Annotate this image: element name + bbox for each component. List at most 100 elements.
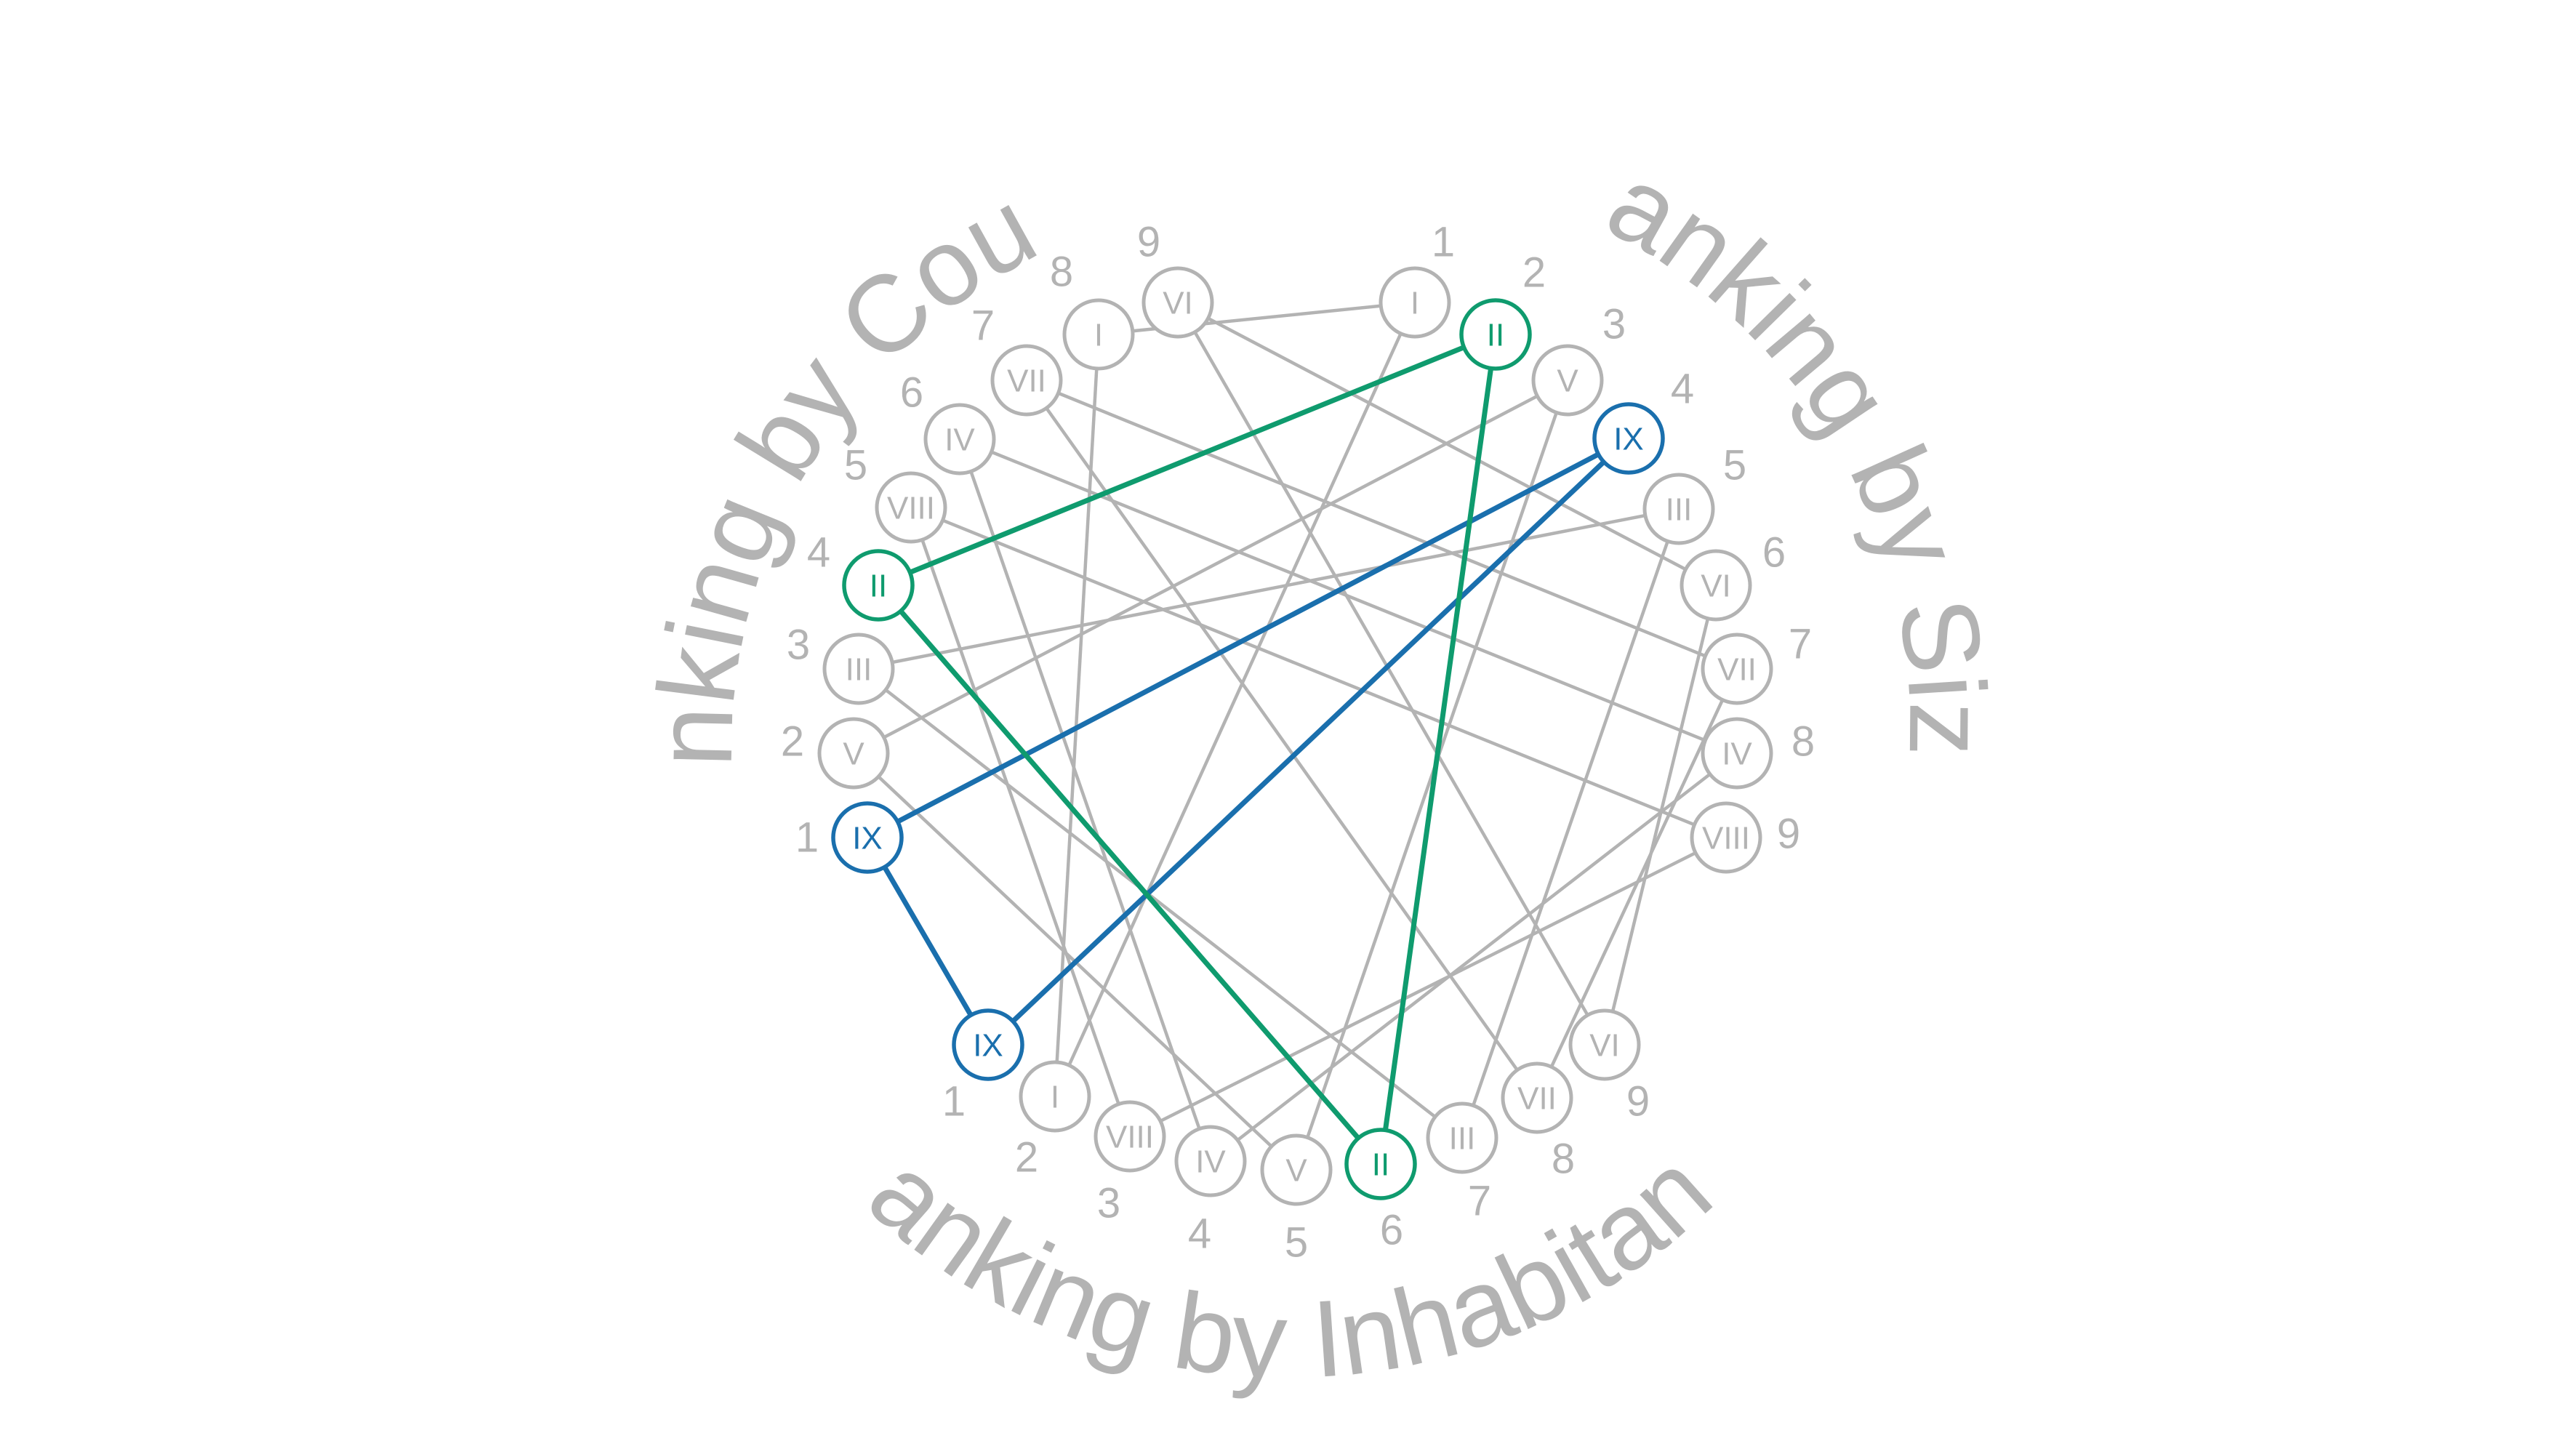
node-size-ii: II	[1459, 298, 1532, 371]
node-circle	[1680, 549, 1752, 622]
connection-iv-size-inhabitants	[1209, 752, 1738, 1163]
node-counts-viii: VIII	[875, 471, 947, 544]
node-inhabitants-vi: VI	[1568, 1008, 1641, 1081]
rank-label-size-6: 6	[1762, 529, 1786, 577]
node-size-viii: VIII	[1690, 801, 1762, 874]
node-circle	[842, 549, 915, 622]
node-circle	[1568, 1008, 1641, 1081]
node-circle	[822, 633, 895, 705]
node-label: VIII	[1106, 1120, 1154, 1155]
connection-vi-counts-size	[1176, 301, 1717, 587]
connection-i-size-inhabitants	[1053, 302, 1417, 1097]
node-label: I	[1411, 286, 1419, 321]
node-inhabitants-iv: IV	[1174, 1125, 1247, 1197]
node-inhabitants-vii: VII	[1501, 1061, 1573, 1134]
node-circle	[817, 717, 890, 790]
connection-iv-counts-inhabitants	[958, 438, 1213, 1162]
node-circle	[923, 403, 996, 475]
connection-ii-counts-inhabitants	[876, 583, 1383, 1166]
connection-vi-counts-inhabitants	[1176, 301, 1606, 1046]
node-label: II	[870, 569, 887, 604]
node-size-i: I	[1379, 266, 1451, 339]
node-label: II	[1487, 318, 1504, 353]
node-label: V	[843, 736, 864, 772]
connection-v-size-inhabitants	[1294, 380, 1570, 1171]
connection-i-counts-size	[1098, 300, 1416, 337]
node-counts-ix: IX	[831, 801, 904, 874]
rank-label-size-7: 7	[1789, 621, 1812, 668]
connection-ix-counts-size	[866, 435, 1630, 840]
axis-title-counts: Ranking by Counts	[0, 0, 1054, 768]
rank-label-counts-8: 8	[1050, 249, 1073, 296]
rank-label-size-2: 2	[1522, 249, 1546, 297]
node-label: IV	[1195, 1144, 1226, 1180]
rank-label-inhabitants-5: 5	[1285, 1219, 1308, 1267]
node-circle	[1260, 1133, 1333, 1206]
node-circle	[1701, 633, 1773, 705]
node-label: VIII	[1702, 821, 1750, 856]
node-circle	[1379, 266, 1451, 339]
node-size-ix: IX	[1592, 402, 1665, 475]
node-circle	[952, 1008, 1024, 1081]
rank-label-counts-4: 4	[807, 529, 830, 577]
rank-label-counts-9: 9	[1137, 219, 1160, 266]
rank-label-counts-7: 7	[971, 302, 995, 350]
node-counts-iv: IV	[923, 403, 996, 475]
connection-iii-size-inhabitants	[1460, 508, 1681, 1139]
node-inhabitants-v: V	[1260, 1133, 1333, 1206]
rank-label-size-8: 8	[1791, 718, 1815, 766]
node-label: III	[846, 652, 872, 688]
node-size-v: V	[1531, 344, 1604, 417]
rank-label-inhabitants-7: 7	[1468, 1178, 1491, 1225]
connection-iii-counts-size	[858, 507, 1680, 671]
node-counts-vi: VI	[1141, 266, 1214, 339]
rank-label-inhabitants-8: 8	[1552, 1136, 1575, 1183]
rank-label-inhabitants-1: 1	[942, 1078, 966, 1125]
node-label: IV	[1722, 736, 1752, 772]
connection-vii-counts-size	[1026, 378, 1738, 671]
node-label: I	[1094, 318, 1103, 353]
node-circle	[1426, 1101, 1498, 1174]
node-label: II	[1372, 1147, 1389, 1183]
node-label: IX	[852, 821, 883, 856]
node-inhabitants-viii: VIII	[1094, 1100, 1166, 1173]
rank-label-counts-5: 5	[844, 442, 867, 489]
node-circle	[875, 471, 947, 544]
connection-viii-counts-size	[910, 505, 1727, 840]
node-counts-ii: II	[842, 549, 915, 622]
node-circle	[1592, 402, 1665, 475]
connection-i-counts-inhabitants	[1053, 334, 1101, 1097]
node-counts-iii: III	[822, 633, 895, 705]
rank-label-size-4: 4	[1671, 366, 1694, 413]
connection-ix-size-inhabitants	[986, 436, 1631, 1047]
rank-label-inhabitants-3: 3	[1097, 1180, 1120, 1227]
node-inhabitants-ix: IX	[952, 1008, 1024, 1081]
rank-label-inhabitants-4: 4	[1188, 1211, 1211, 1258]
connection-viii-size-inhabitants	[1128, 835, 1728, 1139]
node-label: VI	[1589, 1028, 1620, 1064]
node-circle	[1701, 717, 1773, 790]
rank-label-inhabitants-2: 2	[1015, 1134, 1038, 1181]
node-size-iii: III	[1642, 473, 1715, 545]
node-label: IX	[973, 1028, 1003, 1064]
rank-label-size-1: 1	[1432, 219, 1455, 266]
node-label: III	[1666, 492, 1693, 528]
connection-ix-counts-inhabitants	[864, 836, 991, 1046]
connections-default	[852, 300, 1739, 1171]
node-label: III	[1449, 1121, 1476, 1157]
node-circle	[1501, 1061, 1573, 1134]
node-circle	[1344, 1128, 1417, 1200]
rank-label-counts-6: 6	[900, 369, 923, 417]
node-circle	[1062, 298, 1135, 371]
rank-label-counts-1: 1	[795, 814, 819, 862]
node-counts-v: V	[817, 717, 890, 790]
node-label: VIII	[887, 491, 935, 526]
connections-highlighted	[864, 332, 1631, 1166]
connection-iii-counts-inhabitants	[857, 667, 1464, 1139]
node-label: V	[1557, 364, 1578, 399]
node-circle	[1094, 1100, 1166, 1173]
node-circle	[831, 801, 904, 874]
